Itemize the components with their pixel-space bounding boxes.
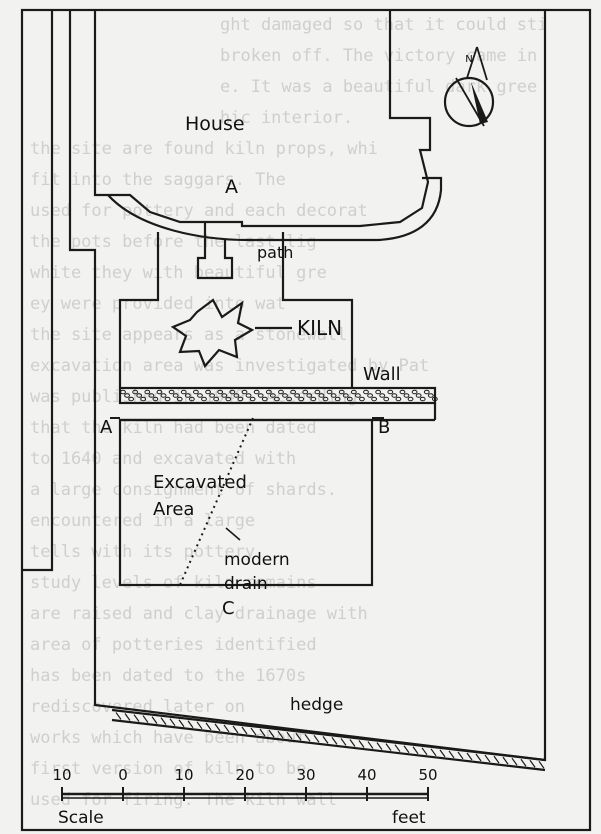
kiln-outline xyxy=(170,298,255,369)
scale-tick-label: 10 xyxy=(52,766,71,784)
excavated-label-line2: Area xyxy=(153,499,194,520)
scale-unit-label: feet xyxy=(392,808,426,828)
hedge xyxy=(111,708,546,772)
background-text-line: a large consignment of shards. xyxy=(30,480,337,500)
kiln-label: KILN xyxy=(297,316,342,340)
background-text-line: excavation area was investigated by Pat xyxy=(30,356,429,376)
excavated-label-line1: Excavated xyxy=(153,472,247,493)
house-outline xyxy=(93,10,432,228)
background-text-line: the site are found kiln props, whi xyxy=(30,139,378,159)
right-passage xyxy=(281,232,354,388)
background-text-line: e. It was a beautiful dark gree xyxy=(220,77,537,97)
scale-tick-label: 40 xyxy=(357,766,376,784)
background-text-line: that the kiln had been dated xyxy=(30,418,317,438)
property-boundary xyxy=(68,10,547,762)
excavated-area xyxy=(118,418,374,587)
background-text-line: has been dated to the 1670s xyxy=(30,666,306,686)
background-text-line: the site appears as a stonewall xyxy=(30,325,347,345)
path-label: path xyxy=(257,243,293,262)
left-passage xyxy=(118,232,160,388)
scale-tick-label: 10 xyxy=(174,766,193,784)
scale-tick-label: 30 xyxy=(296,766,315,784)
drain-leader-line xyxy=(225,527,241,541)
path-outline xyxy=(107,176,443,242)
background-show-through-text: ght damaged so that it could sti broken o… xyxy=(30,15,548,810)
section-label-b: B xyxy=(378,417,390,438)
background-text-line: white they with beautiful gre xyxy=(30,263,327,283)
background-text-line: ght damaged so that it could sti xyxy=(220,15,548,35)
drain-label-line2: drain xyxy=(224,574,268,594)
background-text-line: tells with its pottery xyxy=(30,542,255,562)
wall-band xyxy=(118,386,437,405)
scale-tick-label: 0 xyxy=(118,766,128,784)
background-text-line: fit into the saggars. The xyxy=(30,170,286,190)
background-text-line: area of potteries identified xyxy=(30,635,317,655)
background-text-line: works which have been about xyxy=(30,728,306,748)
section-label-a: A xyxy=(100,417,113,438)
background-text-line: rediscovered later on xyxy=(30,697,245,717)
house-point-label: A xyxy=(225,176,238,198)
scale-label: Scale xyxy=(58,808,104,828)
background-text-line: study levels of kiln remains xyxy=(30,573,317,593)
scale-tick-label: 20 xyxy=(235,766,254,784)
scale-tick-label: 50 xyxy=(418,766,437,784)
left-boundary-inner xyxy=(22,10,54,572)
hedge-label: hedge xyxy=(290,695,343,715)
north-arrow-icon xyxy=(443,46,495,128)
wall-label: Wall xyxy=(363,364,401,385)
background-text-line: encountered in a large xyxy=(30,511,255,531)
section-label-c: C xyxy=(222,598,235,619)
background-text-line: to 1640 and excavated with xyxy=(30,449,296,469)
scale-bar: 10 0 10 20 30 40 50 xyxy=(52,766,438,801)
background-text-line: broken off. The victory came in xyxy=(220,46,537,66)
background-text-line: are raised and clay drainage with xyxy=(30,604,368,624)
drain-label-line1: modern xyxy=(224,550,290,570)
modern-drain xyxy=(179,417,254,586)
path-step xyxy=(196,222,234,280)
north-label: N xyxy=(465,54,472,65)
background-text-line: used for pottery and each decorat xyxy=(30,201,368,221)
background-text-line: first version of kiln to be xyxy=(30,759,306,779)
background-text-line: hic interior. xyxy=(220,108,353,128)
figure-frame xyxy=(20,8,592,832)
background-text-line: the pots before the last lig xyxy=(30,232,317,252)
wall-stones xyxy=(120,389,438,402)
house-label: House xyxy=(185,113,245,135)
